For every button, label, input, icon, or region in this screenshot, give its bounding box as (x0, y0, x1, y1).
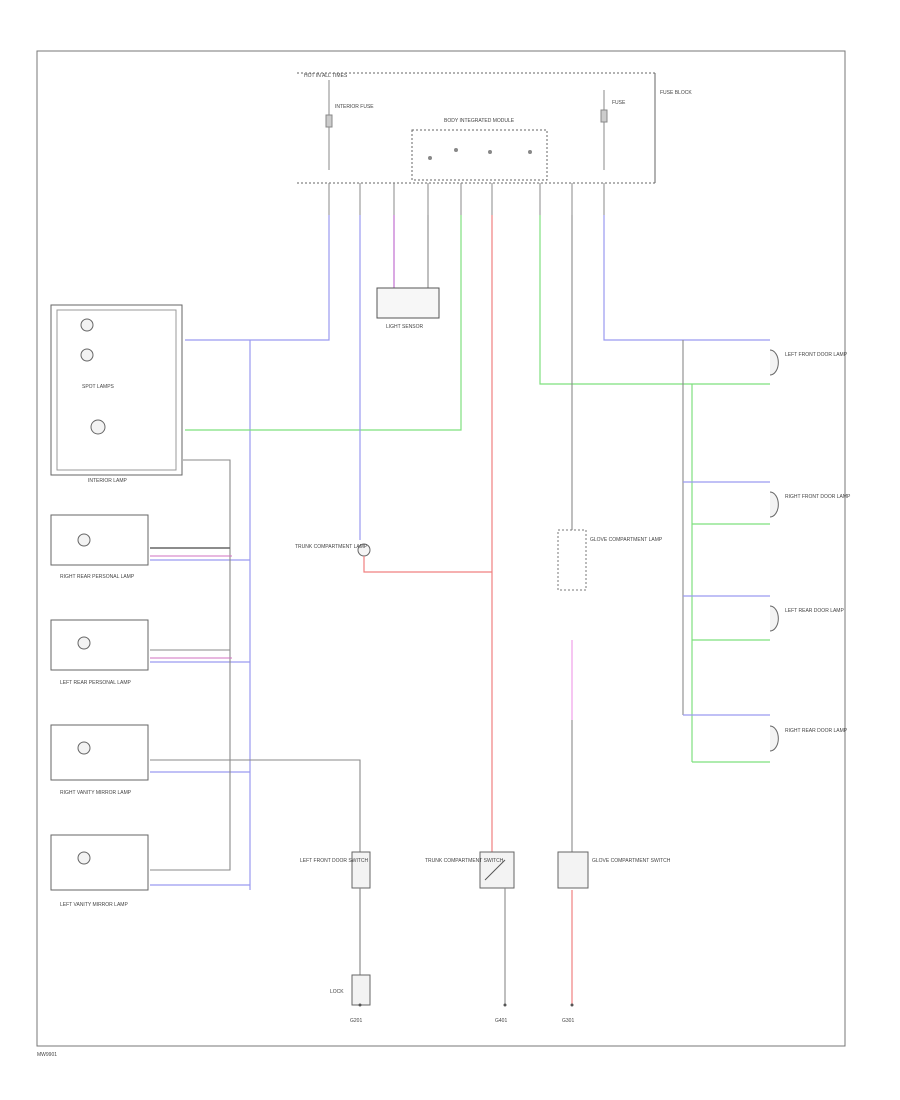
fuse-right-icon (600, 109, 608, 123)
spot-lamp-icon (80, 318, 94, 332)
left-rear-door-label: LEFT REAR DOOR LAMP (785, 608, 844, 614)
spot-lamps-label: SPOT LAMPS (82, 384, 115, 390)
diagram-frame (36, 50, 846, 1047)
blue-wire (185, 215, 330, 341)
ground-mid-label: G401 (495, 1018, 507, 1024)
fuse-box-label: FUSE BLOCK (660, 90, 692, 96)
lamp-icon (769, 491, 779, 518)
left-front-door-label: LEFT FRONT DOOR LAMP (785, 352, 848, 358)
blue-wire (603, 215, 770, 341)
top-module-group: HOT IN ALL TIMES INTERIOR FUSE BODY INTE… (297, 72, 692, 184)
lamp-icon (769, 605, 779, 632)
light-sensor-label: LIGHT SENSOR (386, 324, 424, 330)
right-vanity-icon (77, 741, 91, 755)
left-vanity-icon (77, 851, 91, 865)
right-rear-lamp-icon (77, 533, 91, 547)
trunk-switch-label: TRUNK COMPARTMENT SWITCH (425, 858, 504, 864)
fuse-left-icon (325, 114, 333, 128)
gray-wire (150, 759, 361, 970)
lamp-icon (769, 349, 779, 376)
module-label: BODY INTEGRATED MODULE (444, 118, 515, 124)
interior-lamp-group: SPOT LAMPS INTERIOR LAMP (50, 304, 183, 484)
glove-lamp-label: GLOVE COMPARTMENT LAMP (590, 537, 663, 543)
fuse-right-label: FUSE (612, 100, 626, 106)
footer-code: MW9901 (37, 1052, 57, 1058)
ground-right-label: G301 (562, 1018, 574, 1024)
hot-top-label: HOT IN ALL TIMES (304, 73, 348, 79)
glove-switch-label: GLOVE COMPARTMENT SWITCH (592, 858, 671, 864)
lock-icon (351, 974, 371, 1006)
lamp-icon (769, 725, 779, 752)
left-vanity-group: LEFT VANITY MIRROR LAMP (50, 834, 149, 908)
glove-switch-group: GLOVE COMPARTMENT SWITCH (557, 851, 671, 889)
left-rear-lamp-group: LEFT REAR PERSONAL LAMP (50, 619, 149, 686)
right-rear-door-label: RIGHT REAR DOOR LAMP (785, 728, 848, 734)
ground-icon (570, 1003, 574, 1007)
module-contact-icon (488, 150, 492, 154)
left-vanity-label: LEFT VANITY MIRROR LAMP (60, 902, 128, 908)
left-switch-label: LEFT FRONT DOOR SWITCH (300, 858, 369, 864)
module-box (411, 129, 548, 181)
right-vanity-label: RIGHT VANITY MIRROR LAMP (60, 790, 132, 796)
red-wire (363, 556, 492, 573)
left-switch-group: LEFT FRONT DOOR SWITCH (300, 851, 371, 889)
gray-wire (150, 459, 231, 871)
interior-lamp-label: INTERIOR LAMP (88, 478, 128, 484)
ground-icon (503, 1003, 507, 1007)
left-rear-lamp-label: LEFT REAR PERSONAL LAMP (60, 680, 132, 686)
fuse-left-label: INTERIOR FUSE (335, 104, 374, 110)
glove-lamp-box (557, 529, 587, 591)
ground-left-label: G201 (350, 1018, 362, 1024)
module-contact-icon (528, 150, 532, 154)
right-vanity-group: RIGHT VANITY MIRROR LAMP (50, 724, 149, 796)
dome-lamp-icon (90, 419, 106, 435)
door-lamps-group: LEFT FRONT DOOR LAMP RIGHT FRONT DOOR LA… (769, 349, 851, 752)
module-contact-icon (428, 156, 432, 160)
right-rear-lamp-label: RIGHT REAR PERSONAL LAMP (60, 574, 135, 580)
green-wire (539, 215, 770, 385)
right-rear-lamp-group: RIGHT REAR PERSONAL LAMP (50, 514, 149, 580)
module-contact-icon (454, 148, 458, 152)
right-front-door-label: RIGHT FRONT DOOR LAMP (785, 494, 851, 500)
light-sensor-box (376, 287, 440, 319)
trunk-switch-group: TRUNK COMPARTMENT SWITCH (425, 851, 515, 889)
spot-lamp-icon (80, 348, 94, 362)
connector-pins (328, 183, 605, 215)
ground-icon (358, 1003, 362, 1007)
left-rear-lamp-icon (77, 636, 91, 650)
lock-label: LOCK (330, 989, 344, 995)
green-wire (185, 215, 462, 431)
trunk-lamp-label: TRUNK COMPARTMENT LAMP (295, 544, 368, 550)
